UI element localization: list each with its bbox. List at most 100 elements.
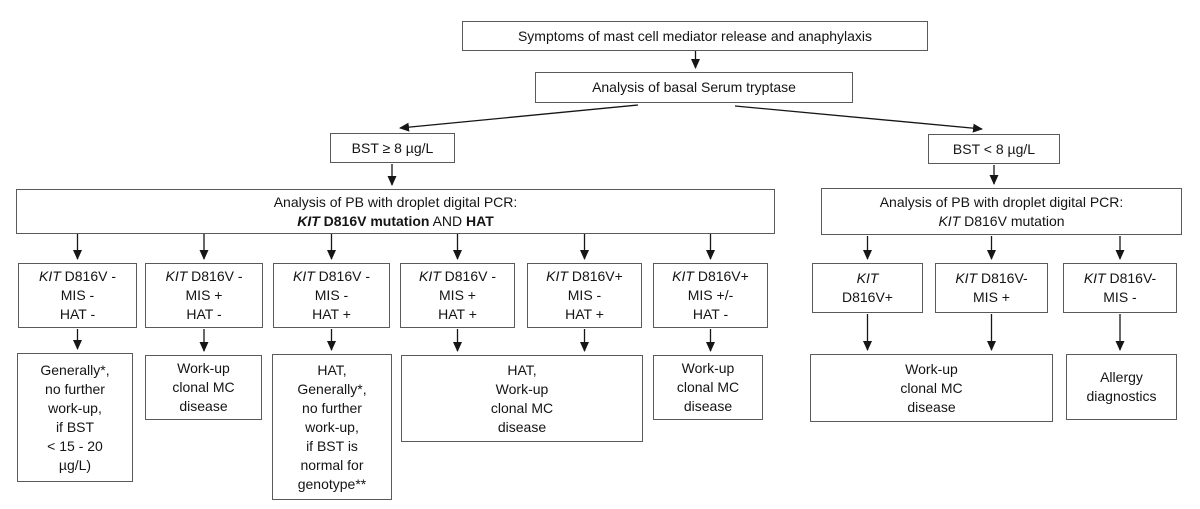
node-outcome-workup-clonal-2: Work-up clonal MC disease [653, 355, 763, 420]
node-condition-9-line2: MIS - [1103, 289, 1137, 305]
outcome-line: HAT, [507, 361, 537, 378]
node-condition-7-line2: D816V+ [842, 289, 893, 305]
node-condition-1-line3: HAT - [59, 306, 96, 322]
node-outcome-workup-clonal-3: Work-up clonal MC disease [810, 354, 1053, 422]
node-condition-5: KIT D816V+ MIS - HAT + [527, 263, 642, 328]
node-pcr-right-line1: Analysis of PB with droplet digital PCR: [879, 193, 1124, 210]
mutation-label: D816V mutation [319, 212, 430, 229]
mutation-label: D816V mutation [960, 212, 1065, 229]
node-symptoms-text: Symptoms of mast cell mediator release a… [517, 27, 873, 44]
mutation-status: D816V+ [693, 268, 749, 284]
outcome-line: Work-up [177, 360, 230, 376]
gene-symbol: KIT [1083, 270, 1106, 286]
node-condition-7-line1: KIT [857, 269, 879, 288]
outcome-line: < 15 - 20 [47, 437, 103, 454]
gene-symbol: KIT [938, 212, 961, 229]
node-condition-7: KIT D816V+ [812, 263, 923, 313]
mutation-status: D816V- [1105, 270, 1157, 286]
node-condition-2-line1: KIT D816V - [165, 267, 242, 286]
outcome-line: Work-up [495, 380, 549, 397]
arrow-serum-to-bst-high [399, 104, 639, 132]
outcome-line: no further [45, 380, 105, 397]
gene-symbol: KIT [292, 268, 315, 284]
outcome-line: Work-up [681, 360, 735, 376]
node-condition-6: KIT D816V+ MIS +/- HAT - [653, 263, 768, 328]
node-bst-high-text: BST ≥ 8 µg/L [351, 139, 434, 156]
outcome-line: clonal MC [490, 399, 554, 416]
node-bst-low: BST < 8 µg/L [928, 134, 1060, 164]
node-condition-5-line1: KIT D816V+ [546, 267, 623, 286]
hat-label: HAT [466, 212, 494, 229]
gene-symbol: KIT [165, 268, 188, 284]
node-pcr-left-line2: KIT D816V mutation AND HAT [297, 212, 494, 231]
node-serum-tryptase-text: Analysis of basal Serum tryptase [592, 79, 796, 95]
outcome-line: no further [302, 399, 362, 416]
gene-symbol: KIT [297, 212, 320, 229]
node-outcome-allergy-diagnostics: Allergy diagnostics [1066, 354, 1177, 420]
mutation-status: D816V - [60, 268, 117, 284]
node-outcome-workup-clonal-1: Work-up clonal MC disease [145, 355, 262, 420]
node-condition-5-line3: HAT + [565, 306, 604, 322]
outcome-line: HAT, [317, 361, 347, 378]
gene-symbol: KIT [856, 270, 879, 286]
node-condition-9-line1: KIT D816V- [1084, 269, 1156, 288]
mutation-status: D816V+ [567, 268, 623, 284]
mutation-status: D816V - [187, 268, 243, 284]
outcome-line: Generally*, [297, 380, 367, 397]
mutation-status: D816V- [977, 270, 1028, 286]
gene-symbol: KIT [672, 268, 694, 284]
node-pcr-right-line2: KIT D816V mutation [938, 212, 1064, 231]
node-condition-1: KIT D816V - MIS - HAT - [18, 263, 137, 328]
node-serum-tryptase: Analysis of basal Serum tryptase [535, 72, 853, 103]
outcome-line: Allergy [1100, 369, 1143, 385]
node-condition-6-line2: MIS +/- [687, 287, 734, 303]
node-condition-9: KIT D816V- MIS - [1063, 263, 1177, 313]
mutation-status: D816V - [440, 268, 497, 284]
gene-symbol: KIT [955, 270, 978, 286]
node-condition-4-line3: HAT + [438, 306, 477, 322]
outcome-line: if BST [55, 418, 95, 435]
node-condition-8-line2: MIS + [973, 289, 1010, 305]
outcome-line: disease [683, 398, 733, 414]
gene-symbol: KIT [38, 268, 61, 284]
node-pcr-left: Analysis of PB with droplet digital PCR:… [16, 189, 775, 234]
outcome-line: work-up, [305, 418, 359, 435]
node-condition-5-line2: MIS - [567, 287, 602, 303]
node-condition-3: KIT D816V - MIS - HAT + [273, 263, 390, 328]
node-outcome-no-workup: Generally*, no further work-up, if BST <… [17, 353, 133, 482]
node-condition-8: KIT D816V- MIS + [935, 263, 1048, 313]
node-condition-3-line2: MIS - [314, 287, 349, 303]
outcome-line: disease [497, 418, 547, 435]
outcome-line: disease [179, 398, 228, 414]
node-bst-low-text: BST < 8 µg/L [952, 140, 1036, 157]
node-condition-2-line2: MIS + [185, 287, 223, 303]
node-outcome-hat-workup-clonal: HAT, Work-up clonal MC disease [401, 355, 643, 442]
gene-symbol: KIT [546, 268, 568, 284]
node-pcr-left-line1: Analysis of PB with droplet digital PCR: [273, 193, 518, 210]
node-pcr-right: Analysis of PB with droplet digital PCR:… [821, 188, 1182, 235]
node-condition-3-line1: KIT D816V - [293, 267, 370, 286]
node-condition-1-line2: MIS - [60, 287, 95, 303]
node-condition-6-line3: HAT - [692, 306, 729, 322]
outcome-line: clonal MC [172, 379, 235, 395]
outcome-line: if BST is [306, 437, 358, 454]
outcome-line: clonal MC [900, 379, 963, 396]
outcome-line: genotype** [297, 475, 367, 492]
node-condition-3-line3: HAT + [312, 306, 351, 322]
node-condition-2-line3: HAT - [186, 306, 222, 322]
outcome-line: µg/L) [58, 456, 92, 473]
outcome-line: clonal MC [676, 379, 740, 395]
node-outcome-hat-no-workup: HAT, Generally*, no further work-up, if … [272, 354, 392, 500]
arrow-serum-to-bst-low [734, 105, 983, 133]
and-word: AND [429, 212, 467, 229]
node-condition-4: KIT D816V - MIS + HAT + [400, 263, 515, 328]
outcome-line: disease [907, 398, 956, 415]
outcome-line: diagnostics [1086, 388, 1157, 404]
mutation-status: D816V - [314, 268, 371, 284]
outcome-line: normal for [300, 456, 364, 473]
node-condition-6-line1: KIT D816V+ [672, 267, 749, 286]
outcome-line: work-up, [48, 399, 102, 416]
outcome-line: Generally*, [40, 361, 110, 378]
